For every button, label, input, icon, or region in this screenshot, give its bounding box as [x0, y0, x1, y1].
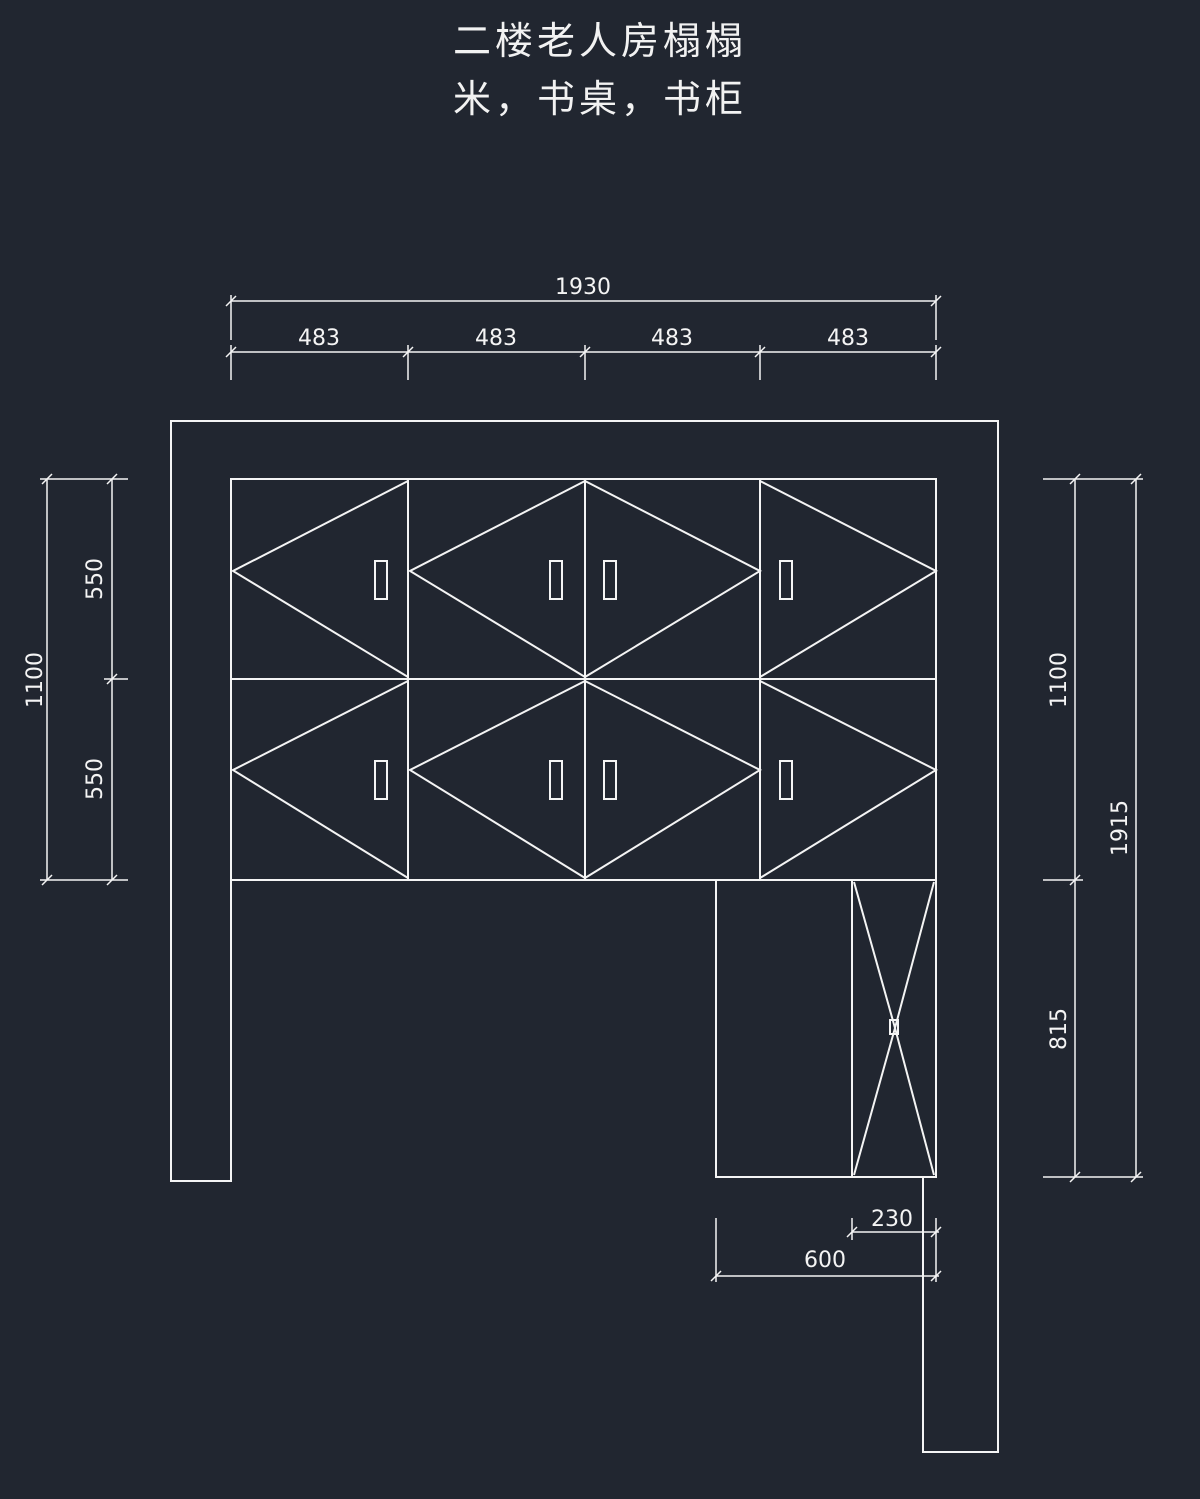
bookshelf-swing-right — [893, 881, 935, 1176]
bookshelf-swing-left — [853, 881, 897, 1176]
door-swing-top-2 — [407, 480, 586, 678]
bookshelf-handle — [889, 1019, 899, 1035]
desk-outline — [715, 879, 937, 1178]
dim-panel-2-label: 483 — [475, 326, 517, 351]
door-swing-top-1 — [230, 480, 409, 678]
dim-left-heights — [40, 473, 128, 886]
door-handle-bottom-2 — [549, 760, 563, 800]
dim-left-total-label: 1100 — [23, 652, 48, 708]
dim-panel-1-label: 483 — [298, 326, 340, 351]
door-handle-bottom-3 — [603, 760, 617, 800]
dim-desk-depth-label: 600 — [804, 1248, 846, 1273]
dim-total-width — [225, 295, 942, 340]
door-handle-top-4 — [779, 560, 793, 600]
dim-desk-depths — [710, 1218, 942, 1282]
drawing-title-line-2: 米，书桌，书柜 — [452, 77, 747, 121]
dim-total-width-label: 1930 — [555, 275, 611, 300]
dim-left-lower-label: 550 — [83, 758, 108, 800]
dim-right-total-label: 1915 — [1108, 800, 1133, 856]
door-swing-bottom-4 — [759, 680, 939, 879]
door-swing-bottom-1 — [230, 680, 409, 879]
dim-shelf-depth-label: 230 — [871, 1207, 913, 1232]
door-handle-top-2 — [549, 560, 563, 600]
door-swing-top-4 — [759, 480, 939, 678]
door-handle-top-3 — [603, 560, 617, 600]
door-handle-top-1 — [374, 560, 388, 600]
drawing-title-line-1: 二楼老人房榻榻 — [452, 19, 747, 63]
dim-right-heights — [1043, 473, 1143, 1183]
door-handle-bottom-4 — [779, 760, 793, 800]
dim-left-upper-label: 550 — [83, 558, 108, 600]
dim-panel-widths — [225, 345, 942, 380]
door-swing-bottom-2 — [407, 680, 586, 879]
door-swing-top-3 — [584, 480, 763, 678]
dim-panel-3-label: 483 — [651, 326, 693, 351]
dim-right-lower-label: 815 — [1047, 1008, 1072, 1050]
door-handle-bottom-1 — [374, 760, 388, 800]
dim-right-upper-label: 1100 — [1047, 652, 1072, 708]
dim-panel-4-label: 483 — [827, 326, 869, 351]
door-swing-bottom-3 — [584, 680, 763, 879]
